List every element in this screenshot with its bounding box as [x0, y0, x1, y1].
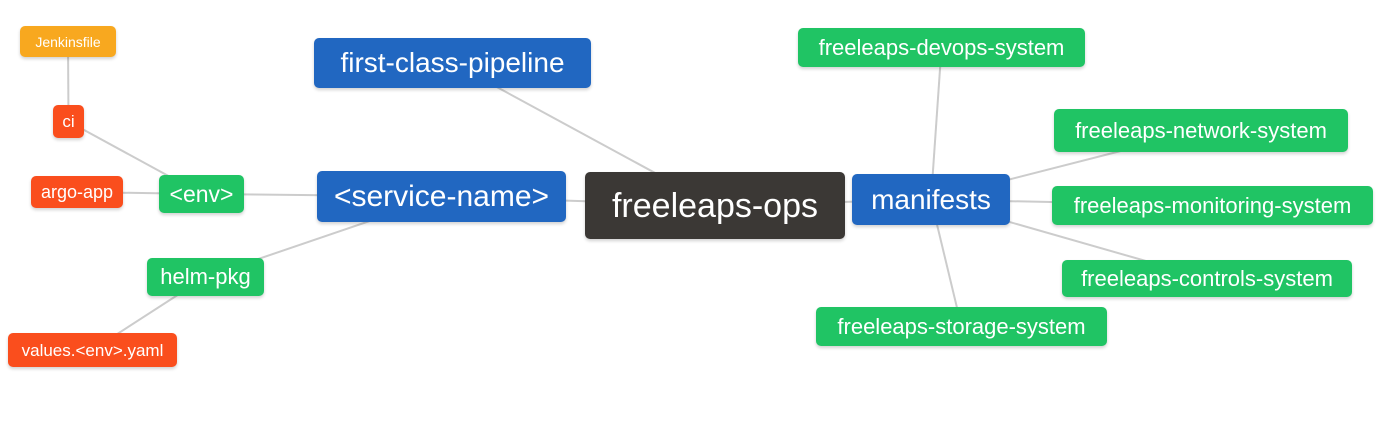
node-values-env-yaml[interactable]: values.<env>.yaml: [8, 333, 177, 367]
node-jenkinsfile[interactable]: Jenkinsfile: [20, 26, 116, 57]
node-freeleaps-ops[interactable]: freeleaps-ops: [585, 172, 845, 239]
node-manifests[interactable]: manifests: [852, 174, 1010, 225]
node-argo-app[interactable]: argo-app: [31, 176, 123, 208]
node-controls-system[interactable]: freeleaps-controls-system: [1062, 260, 1352, 297]
node-first-class-pipeline[interactable]: first-class-pipeline: [314, 38, 591, 88]
node-helm-pkg[interactable]: helm-pkg: [147, 258, 264, 296]
node-env[interactable]: <env>: [159, 175, 244, 213]
node-devops-system[interactable]: freeleaps-devops-system: [798, 28, 1085, 67]
node-service-name[interactable]: <service-name>: [317, 171, 566, 222]
node-ci[interactable]: ci: [53, 105, 84, 138]
node-monitoring-system[interactable]: freeleaps-monitoring-system: [1052, 186, 1373, 225]
node-storage-system[interactable]: freeleaps-storage-system: [816, 307, 1107, 346]
node-network-system[interactable]: freeleaps-network-system: [1054, 109, 1348, 152]
